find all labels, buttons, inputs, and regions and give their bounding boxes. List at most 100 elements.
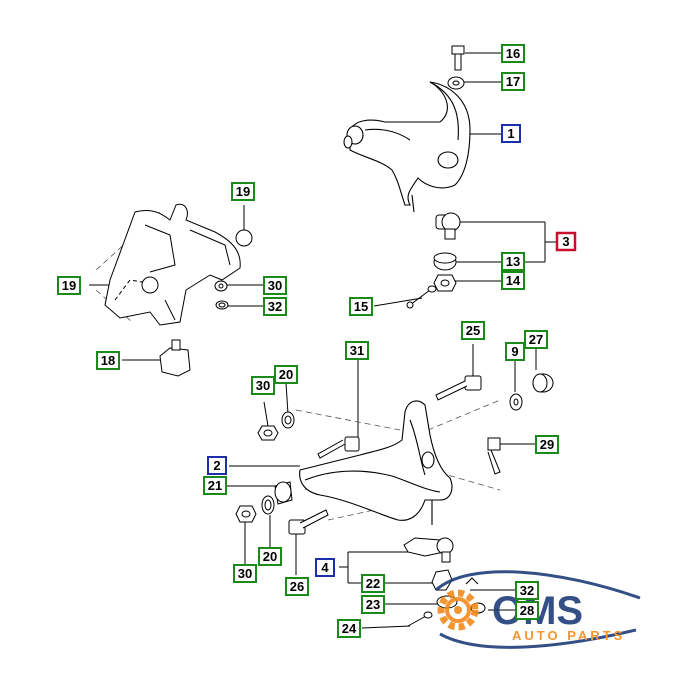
callout-l20a: 20 bbox=[274, 365, 298, 384]
callout-number: 31 bbox=[350, 343, 364, 358]
bolt-25-shape bbox=[435, 375, 482, 401]
callout-number: 29 bbox=[540, 437, 554, 452]
callout-l26: 26 bbox=[285, 577, 309, 596]
lower-control-arm bbox=[299, 400, 453, 525]
callout-box bbox=[207, 456, 227, 475]
callout-number: 32 bbox=[520, 583, 534, 598]
callout-l18: 18 bbox=[96, 351, 120, 370]
callout-box bbox=[515, 601, 539, 620]
gear-icon bbox=[437, 589, 479, 631]
callout-number: 20 bbox=[263, 549, 277, 564]
callout-l14: 14 bbox=[501, 271, 525, 290]
nut-washer-lower bbox=[235, 495, 275, 523]
callout-number: 30 bbox=[238, 566, 252, 581]
callout-box bbox=[501, 271, 525, 290]
callout-l19a: 19 bbox=[231, 182, 255, 201]
mount-18-shape bbox=[159, 339, 191, 377]
callout-box bbox=[96, 351, 120, 370]
callout-l21: 21 bbox=[203, 476, 227, 495]
callout-number: 9 bbox=[511, 344, 518, 359]
callout-number: 1 bbox=[507, 126, 514, 141]
callout-l31: 31 bbox=[345, 341, 369, 360]
callout-box bbox=[501, 72, 525, 91]
callout-number: 25 bbox=[466, 323, 480, 338]
callout-box bbox=[251, 376, 275, 395]
callout-number: 21 bbox=[208, 478, 222, 493]
subframe-bracket bbox=[104, 203, 253, 326]
callout-box bbox=[361, 595, 385, 614]
callout-l30c: 30 bbox=[233, 564, 257, 583]
bolt-16-shape bbox=[451, 45, 465, 71]
callout-number: 24 bbox=[342, 621, 357, 636]
callout-l28: 28 bbox=[515, 601, 539, 620]
callout-l29: 29 bbox=[535, 435, 559, 454]
nut-washer-middle bbox=[257, 411, 295, 441]
callout-l24: 24 bbox=[337, 619, 361, 638]
callout-box bbox=[233, 564, 257, 583]
callout-box bbox=[258, 547, 282, 566]
callout-l20b: 20 bbox=[258, 547, 282, 566]
callout-number: 19 bbox=[62, 278, 76, 293]
callout-box bbox=[337, 619, 361, 638]
callout-box bbox=[349, 297, 373, 316]
lower-ball-joint bbox=[403, 537, 454, 563]
callout-number: 19 bbox=[236, 184, 250, 199]
callout-box bbox=[535, 435, 559, 454]
callout-number: 15 bbox=[354, 299, 368, 314]
callout-l32b: 32 bbox=[515, 581, 539, 600]
callout-l22: 22 bbox=[361, 574, 385, 593]
callout-box bbox=[57, 276, 81, 295]
callout-number: 23 bbox=[366, 597, 380, 612]
callout-box bbox=[263, 276, 287, 295]
callout-number: 22 bbox=[366, 576, 380, 591]
callout-box bbox=[361, 574, 385, 593]
bolt-29-shape bbox=[487, 437, 501, 475]
callout-l19b: 19 bbox=[57, 276, 81, 295]
callout-l4: 4 bbox=[315, 558, 335, 577]
callout-l1: 1 bbox=[501, 124, 521, 143]
callout-number: 28 bbox=[520, 603, 534, 618]
callout-box bbox=[231, 182, 255, 201]
callout-box bbox=[524, 330, 548, 349]
callout-box bbox=[274, 365, 298, 384]
callout-l23: 23 bbox=[361, 595, 385, 614]
callout-number: 18 bbox=[101, 353, 115, 368]
callout-box bbox=[501, 124, 521, 143]
callout-number: 13 bbox=[506, 254, 520, 269]
pin-24-shape bbox=[407, 611, 433, 627]
callout-box bbox=[505, 342, 525, 361]
callout-number: 32 bbox=[268, 299, 282, 314]
nut-17-shape bbox=[447, 76, 465, 90]
callout-l9: 9 bbox=[505, 342, 525, 361]
callout-box bbox=[515, 581, 539, 600]
callout-number: 27 bbox=[529, 332, 543, 347]
callout-box bbox=[501, 44, 525, 63]
callout-l3: 3 bbox=[555, 231, 577, 252]
callout-l15: 15 bbox=[349, 297, 373, 316]
callout-number: 17 bbox=[506, 74, 520, 89]
nut-14-shape bbox=[433, 274, 457, 292]
callout-number: 4 bbox=[321, 560, 329, 575]
washers-left bbox=[214, 280, 229, 310]
callout-l30b: 30 bbox=[251, 376, 275, 395]
bolt-26-shape bbox=[288, 509, 329, 535]
upper-ball-joint bbox=[435, 212, 461, 240]
bushing-13-shape bbox=[433, 252, 457, 271]
callout-l16: 16 bbox=[501, 44, 525, 63]
bushing-21-shape bbox=[274, 481, 293, 505]
callout-number: 26 bbox=[290, 579, 304, 594]
callout-number: 14 bbox=[506, 273, 521, 288]
callout-number: 3 bbox=[562, 234, 569, 249]
callout-box bbox=[315, 558, 335, 577]
callout-l13: 13 bbox=[501, 252, 525, 271]
upper-control-arm bbox=[343, 81, 471, 213]
callout-l2: 2 bbox=[207, 456, 227, 475]
bushings-right bbox=[509, 373, 554, 411]
callout-l27: 27 bbox=[524, 330, 548, 349]
pin-15-shape bbox=[406, 285, 437, 309]
callout-l25: 25 bbox=[461, 321, 485, 340]
leader-lines bbox=[89, 52, 557, 629]
